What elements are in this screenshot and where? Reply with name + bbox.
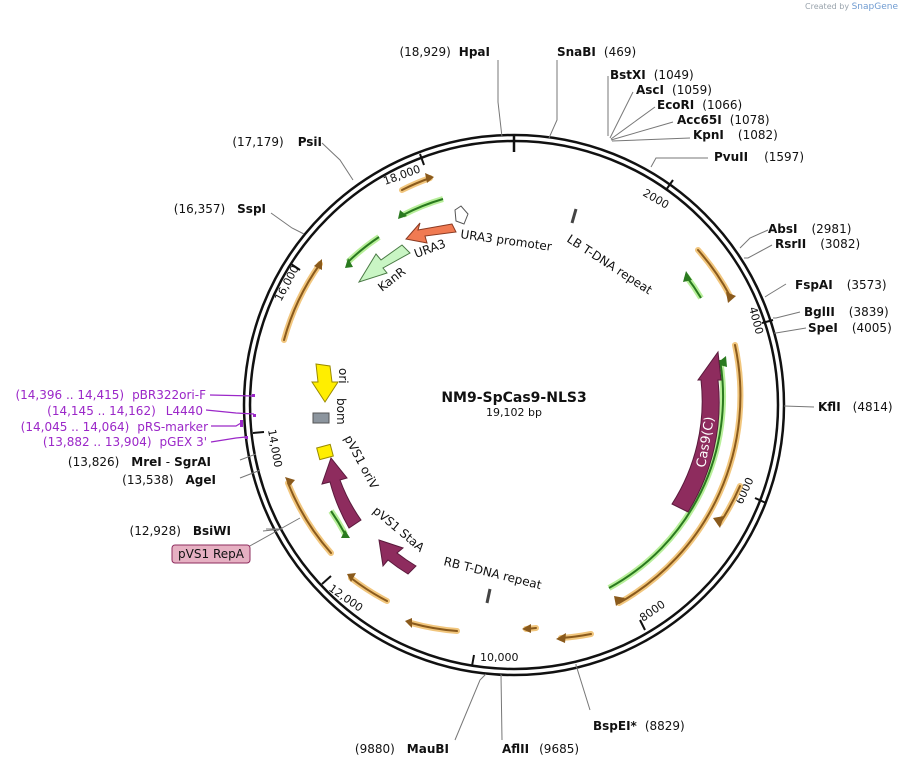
- site-rsrii: RsrII(3082): [775, 237, 860, 251]
- site-aflii: AflII(9685): [502, 742, 579, 756]
- tick-4000: 4000: [746, 305, 766, 335]
- site-bstxi: BstXI(1049): [610, 68, 694, 82]
- repa-leader: [247, 517, 301, 548]
- created-by-text: Created by: [805, 2, 850, 11]
- site-maubi: (9880)MauBI: [355, 742, 449, 756]
- site-bspei: BspEI*(8829): [593, 719, 685, 733]
- pvs1-oriv-label: pVS1 oriV: [341, 433, 381, 492]
- ori-label: ori: [336, 368, 350, 384]
- rb-repeat-label: RB T-DNA repeat: [442, 554, 543, 592]
- tick-14000: 14,000: [265, 428, 284, 468]
- orange-arrowheads: [285, 173, 736, 643]
- bom-feature: [312, 412, 330, 424]
- rb-repeat-mark: [485, 588, 492, 604]
- tick-10000: 10,000: [480, 651, 519, 664]
- primer-pbr322ori-f: (14,396 .. 14,415)pBR322ori-F: [15, 388, 206, 402]
- site-kpni: KpnI(1082): [693, 128, 778, 142]
- site-acc65i: Acc65I(1078): [677, 113, 770, 127]
- lb-repeat-mark: [570, 208, 578, 224]
- site-sspi: (16,357)SspI: [174, 202, 266, 216]
- site-leaders: [239, 60, 815, 741]
- tick-8000: 8000: [637, 598, 667, 625]
- pvs1-oriv-feature: [321, 456, 362, 529]
- plasmid-name: NM9-SpCas9-NLS3: [441, 390, 586, 406]
- site-absi: AbsI(2981): [768, 222, 851, 236]
- lb-repeat-label: LB T-DNA repeat: [564, 232, 655, 298]
- site-bglii: BglII(3839): [804, 305, 889, 319]
- site-kfli: KflI(4814): [818, 400, 893, 414]
- site-fspai: FspAI(3573): [795, 278, 887, 292]
- backbone-outer: [242, 133, 786, 677]
- site-asci: AscI(1059): [636, 83, 712, 97]
- site-psii: (17,179)PsiI: [232, 135, 322, 149]
- site-bsiwi: (12,928)BsiWI: [130, 524, 231, 538]
- brand-watermark: Created by SnapGene: [805, 2, 898, 12]
- ura3-promoter-feature: [454, 205, 469, 225]
- snapgene-logo: SnapGene: [851, 2, 898, 12]
- ori-feature: [311, 363, 339, 403]
- site-hpai: (18,929)HpaI: [399, 45, 490, 59]
- pvs1-repa-label: pVS1 RepA: [178, 547, 245, 561]
- primer-pgex-3: (13,882 .. 13,904)pGEX 3': [43, 435, 207, 449]
- site-labels-right: SnaBI(469) BstXI(1049) AscI(1059) EcoRI(…: [502, 45, 893, 756]
- tick-marks: [252, 153, 774, 667]
- ura3-feature: [405, 222, 457, 244]
- site-ecori: EcoRI(1066): [657, 98, 742, 112]
- site-snabi: SnaBI(469): [557, 45, 636, 59]
- plasmid-size: 19,102 bp: [486, 406, 542, 419]
- site-pvuii: PvuII(1597): [714, 150, 804, 164]
- pvs1-repa-label-box: pVS1 RepA: [171, 544, 251, 564]
- site-agei: (13,538)AgeI: [122, 473, 216, 487]
- site-labels-left: (18,929)HpaI (17,179)PsiI (16,357)SspI (…: [68, 45, 490, 756]
- kanr-feature: [357, 244, 411, 283]
- site-spei: SpeI(4005): [808, 321, 892, 335]
- site-mrei-sgrai: (13,826)MreI-SgrAI: [68, 455, 211, 469]
- pvs1-staa-feature: [378, 539, 417, 575]
- primer-labels: (14,396 .. 14,415)pBR322ori-F (14,145 ..…: [15, 388, 208, 449]
- primer-l4440: (14,145 .. 14,162)L4440: [47, 404, 203, 418]
- small-yellow-feature: [316, 443, 334, 461]
- primer-leaders: [205, 394, 255, 443]
- cas9-feature: [671, 350, 722, 513]
- primer-marks: [240, 394, 256, 439]
- ura3-promoter-label: URA3 promoter: [460, 227, 553, 254]
- primer-prs-marker: (14,045 .. 14,064)pRS-marker: [21, 420, 208, 434]
- bom-label: bom: [334, 398, 348, 425]
